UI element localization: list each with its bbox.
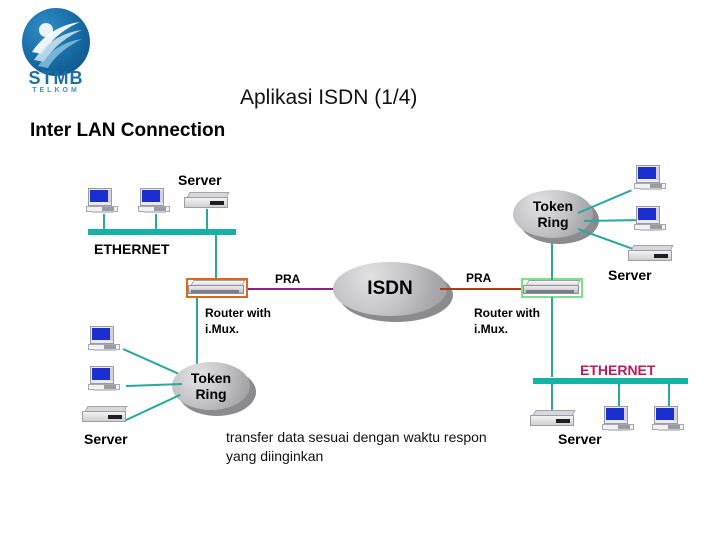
label-router-right-line2: i.Mux.	[474, 322, 509, 336]
link-router-right-to-token-ring	[551, 236, 553, 280]
workstation-icon	[88, 366, 122, 392]
label-token-ring-line2: Ring	[537, 214, 569, 230]
page-title: Aplikasi ISDN (1/4)	[240, 86, 418, 109]
logo-disc-icon	[22, 8, 90, 76]
link-bus-to-router-left	[215, 235, 217, 285]
label-pra-right: PRA	[466, 271, 492, 285]
label-ethernet-bottom-right: ETHERNET	[580, 362, 656, 378]
link-ring-to-node	[122, 348, 179, 375]
label-router-right-line1: Router with	[474, 306, 540, 320]
label-router-left-line1: Router with	[205, 306, 271, 320]
server-icon	[82, 406, 128, 423]
stmb-telkom-logo: STMB TELKOM	[8, 8, 104, 94]
ethernet-bus-bottom-right	[533, 378, 688, 384]
link-ring-to-node	[577, 228, 633, 250]
link-pra-right	[440, 288, 526, 290]
workstation-icon	[88, 326, 122, 352]
link-drop	[103, 214, 105, 230]
server-icon	[184, 192, 230, 209]
server-icon	[530, 410, 576, 427]
label-isdn: ISDN	[367, 278, 413, 299]
token-ring-bottom-left: Token Ring	[172, 362, 256, 416]
logo-subwordmark: TELKOM	[32, 87, 80, 94]
link-drop	[618, 384, 620, 408]
label-router-left-line2: i.Mux.	[205, 322, 240, 336]
workstation-icon	[652, 406, 686, 432]
ethernet-bus-top-left	[88, 229, 236, 235]
link-drop	[668, 384, 670, 408]
workstation-icon	[634, 206, 668, 232]
label-token-ring-line1: Token	[190, 370, 232, 386]
link-drop	[206, 209, 208, 230]
link-pra-left	[248, 288, 340, 290]
link-drop	[155, 214, 157, 230]
link-ring-to-node	[583, 219, 637, 222]
label-pra-left: PRA	[275, 272, 301, 286]
workstation-icon	[138, 188, 172, 214]
server-icon	[628, 245, 674, 262]
link-router-left-to-token-ring	[196, 298, 198, 364]
logo-wave-icon	[32, 22, 82, 68]
label-server-top-left: Server	[178, 172, 222, 188]
token-ring-body	[172, 362, 250, 410]
label-token-ring-line2: Ring	[195, 386, 227, 402]
workstation-icon	[602, 406, 636, 432]
workstation-icon	[634, 165, 668, 191]
label-token-ring-line1: Token	[532, 198, 574, 214]
isdn-cloud: ISDN	[333, 262, 453, 322]
link-router-right-to-ethernet	[551, 297, 553, 377]
router-left-icon	[186, 278, 248, 298]
label-ethernet-top-left: ETHERNET	[94, 241, 170, 257]
label-server-top-right: Server	[608, 267, 652, 283]
workstation-icon	[86, 188, 120, 214]
caption-line-2: yang diinginkan	[226, 448, 324, 464]
label-server-bottom-right: Server	[558, 431, 602, 447]
label-token-ring-bottom-left: Token Ring	[172, 362, 250, 410]
isdn-cloud-body	[333, 262, 447, 316]
label-server-bottom-left: Server	[84, 431, 128, 447]
router-right-icon	[521, 278, 583, 298]
logo-wordmark: STMB	[28, 68, 84, 88]
label-token-ring-top-right: Token Ring	[513, 190, 593, 238]
caption-line-1: transfer data sesuai dengan waktu respon	[226, 429, 487, 445]
link-drop	[551, 384, 553, 413]
page-subtitle: Inter LAN Connection	[30, 120, 226, 141]
